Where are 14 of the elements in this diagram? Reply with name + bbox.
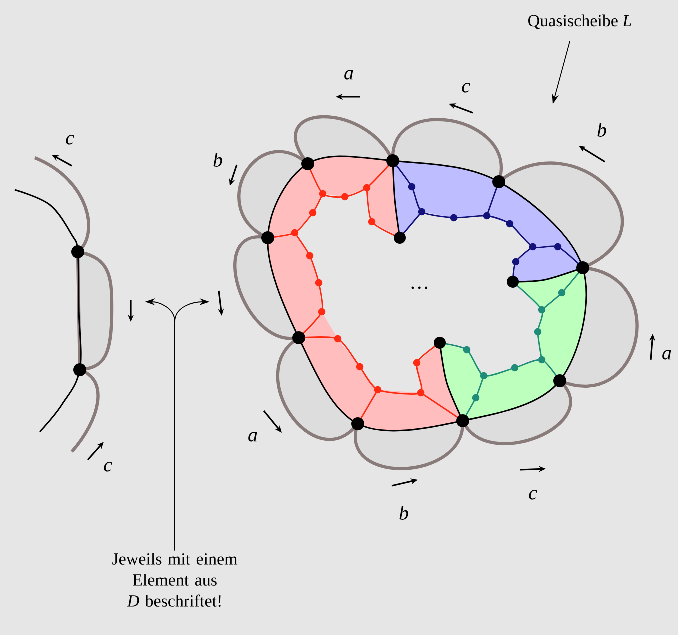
variable-label: a bbox=[344, 70, 354, 80]
quasi-disk-drawing bbox=[234, 115, 639, 470]
variable-label: … bbox=[412, 286, 428, 290]
variable-label: b bbox=[214, 152, 222, 168]
title-text: Quasischeibe L bbox=[528, 14, 632, 30]
variable-label: b bbox=[400, 506, 408, 520]
variable-label: c bbox=[66, 135, 74, 145]
variable-label: c bbox=[104, 462, 112, 472]
variable-label: c bbox=[529, 490, 538, 500]
note-text: Jeweils mit einem Element aus D beschriftet! bbox=[112, 552, 238, 607]
variable-label: b bbox=[598, 122, 606, 138]
variable-label: a bbox=[662, 350, 672, 360]
variable-label: a bbox=[248, 432, 258, 442]
variable-label: c bbox=[462, 83, 470, 93]
